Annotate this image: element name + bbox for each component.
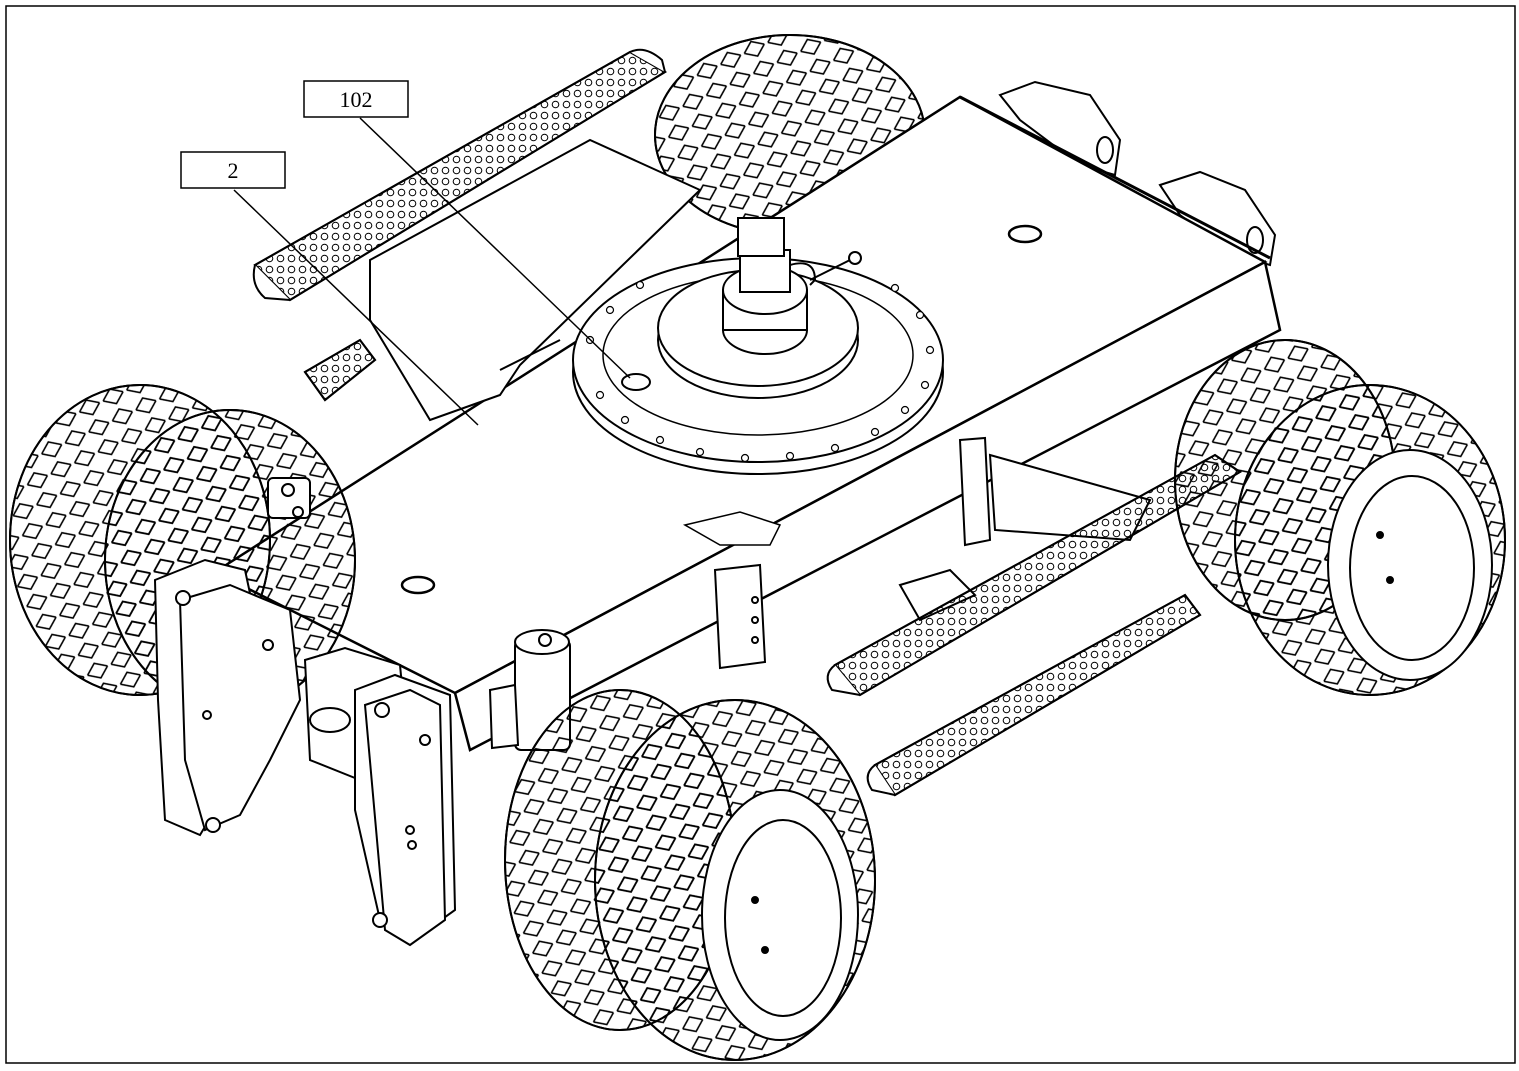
center-post [713, 563, 767, 670]
callout-2-label: 2 [228, 158, 239, 183]
callout-102-leader [359, 117, 631, 379]
rear-valve-block [267, 477, 311, 519]
slewing-ring [572, 217, 944, 475]
callout-2-box [180, 151, 286, 189]
front-pivot-assembly [153, 558, 457, 947]
right-lower-step [866, 593, 1202, 797]
callout-102: 102 [303, 80, 631, 379]
front-front-wheel [594, 699, 876, 1061]
rear-small-step [303, 338, 377, 402]
drawing-border [5, 5, 1516, 1064]
rear-frame-arm [369, 138, 702, 422]
right-front-wheel [1234, 384, 1506, 696]
callout-2-leader [233, 189, 479, 426]
callout-102-label: 102 [340, 87, 373, 112]
right-upper-step [826, 453, 1242, 697]
callout-102-box [303, 80, 409, 118]
valve-block [488, 629, 571, 751]
callout-2: 2 [180, 151, 479, 426]
rear-left-step [252, 48, 667, 302]
